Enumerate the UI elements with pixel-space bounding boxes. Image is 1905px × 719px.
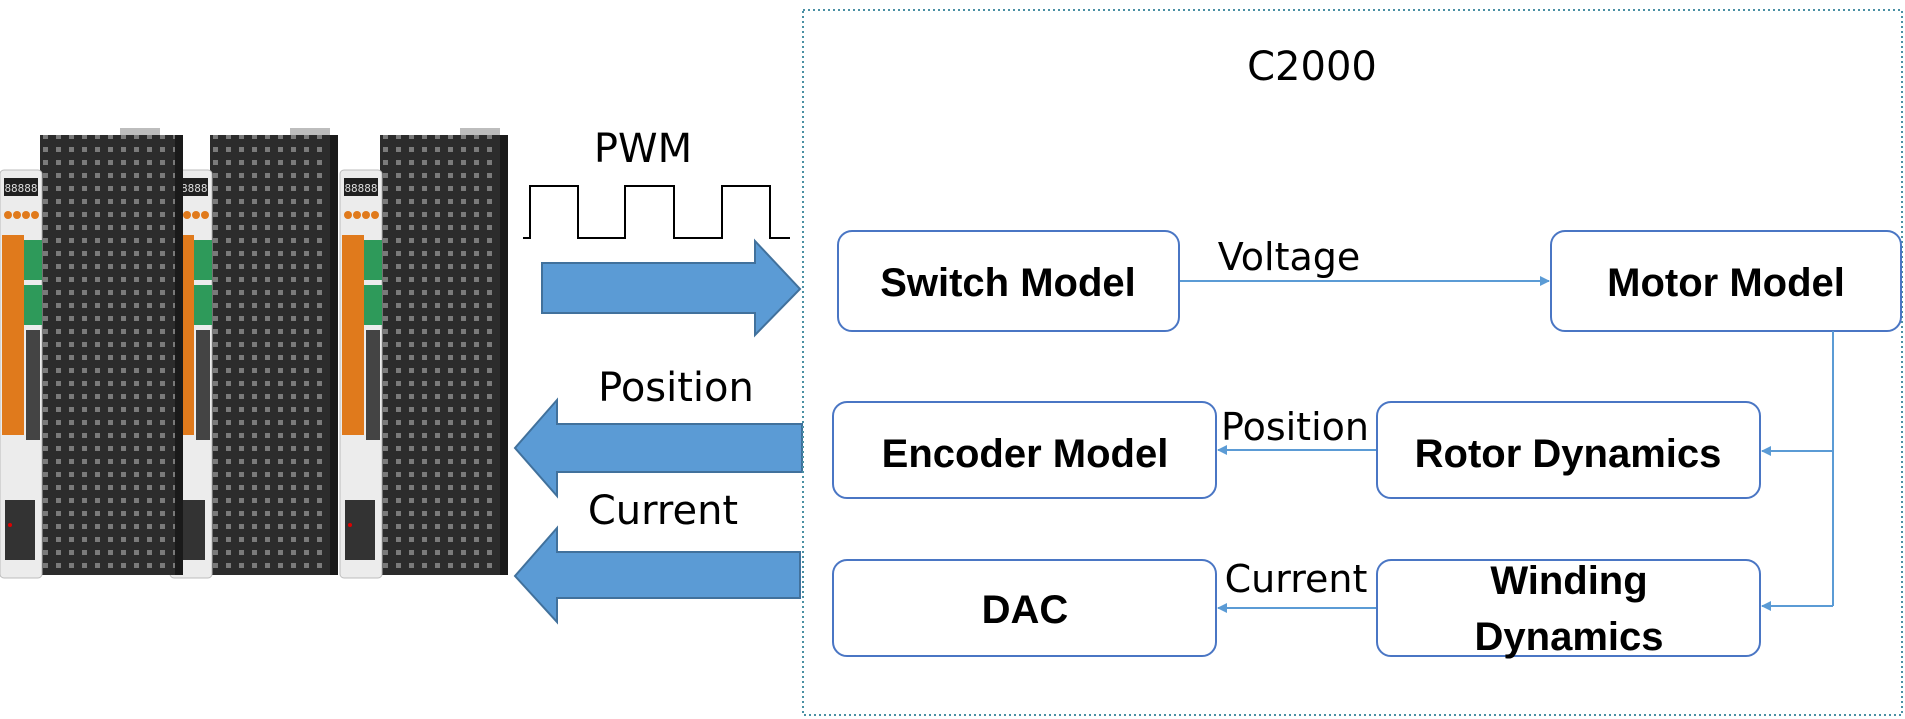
current-arrow <box>513 525 801 625</box>
pwm-label: PWM <box>594 126 692 172</box>
current-signal-label: Current <box>588 488 738 534</box>
motor-model-label: Motor Model <box>1607 261 1845 305</box>
pwm-arrow <box>541 238 802 338</box>
pwm-waveform <box>523 185 790 239</box>
encoder-model-block: Encoder Model <box>832 401 1217 499</box>
c2000-title: C2000 <box>1247 44 1377 90</box>
servo-drive-unit: 88888 <box>169 128 338 579</box>
drive-display: 88888 <box>4 182 37 195</box>
encoder-model-label: Encoder Model <box>882 432 1169 476</box>
rotor-dynamics-block: Rotor Dynamics <box>1376 401 1761 499</box>
rotor-dynamics-label: Rotor Dynamics <box>1415 432 1722 476</box>
dac-label: DAC <box>982 588 1069 632</box>
switch-model-label: Switch Model <box>880 261 1136 305</box>
servo-drive-unit: 88888 <box>339 128 508 579</box>
winding-dynamics-block: Winding Dynamics <box>1376 559 1761 659</box>
position-edge-label: Position <box>1221 405 1369 449</box>
switch-model-block: Switch Model <box>837 230 1180 332</box>
dac-block: DAC <box>832 559 1217 657</box>
current-edge-label: Current <box>1225 557 1368 601</box>
winding-label-line2: Dynamics <box>1475 615 1664 659</box>
voltage-edge-label: Voltage <box>1218 235 1361 279</box>
winding-label-line1: Winding <box>1490 559 1647 603</box>
position-signal-label: Position <box>598 365 754 411</box>
servo-drive-unit: 88888 <box>0 128 183 579</box>
drive-display: 88888 <box>344 182 377 195</box>
motor-model-block: Motor Model <box>1550 230 1902 332</box>
position-arrow <box>513 397 803 499</box>
servo-drive-group: 88888 88888 <box>0 128 508 579</box>
c2000-container <box>802 9 1903 716</box>
